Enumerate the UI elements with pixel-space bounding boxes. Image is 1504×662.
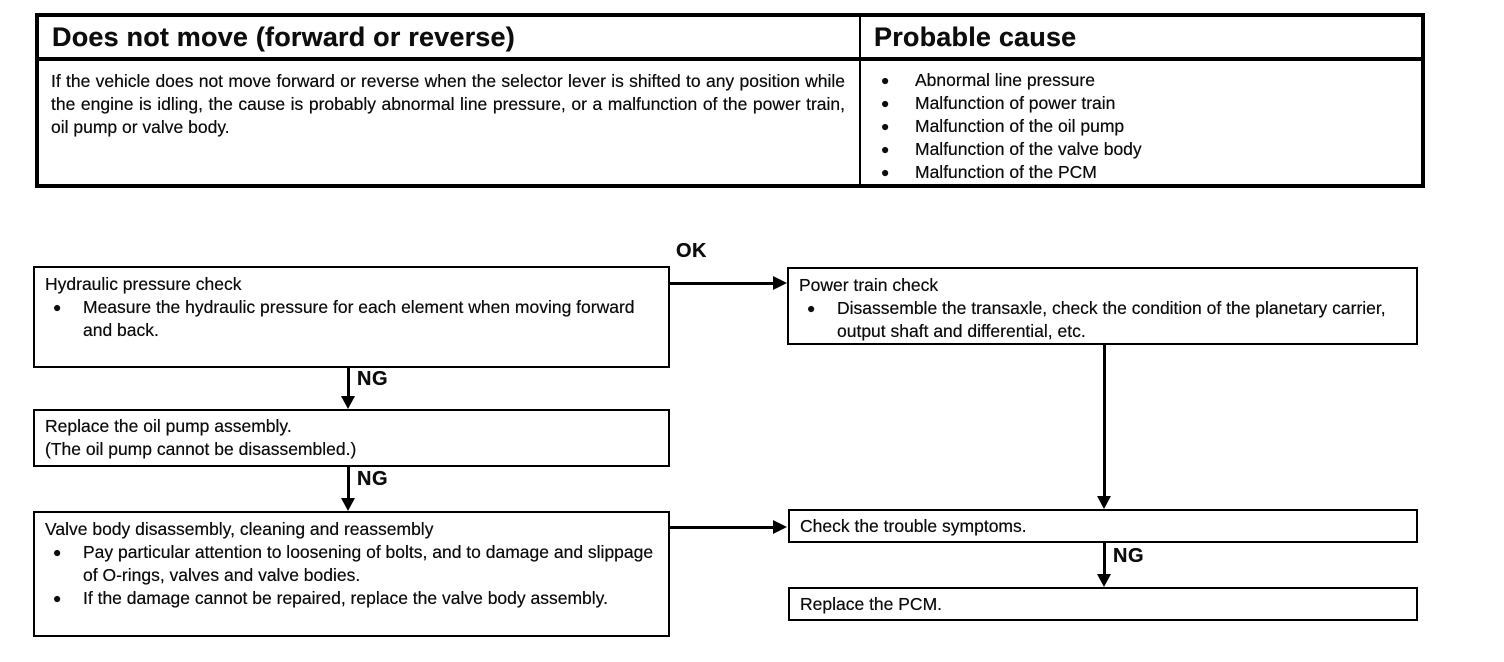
bullet-icon: ● <box>53 299 62 315</box>
cause-item: ● Malfunction of the valve body <box>875 138 1411 161</box>
arrowhead-right-icon <box>773 520 787 534</box>
flow-box-replace-oil-pump: Replace the oil pump assembly. (The oil … <box>33 409 670 467</box>
flow-box-hydraulic-pressure-check: Hydraulic pressure check ● Measure the hy… <box>33 266 670 368</box>
edge-label-ng: NG <box>357 468 388 490</box>
flow-box-bullet: ● If the damage cannot be repaired, repla… <box>45 587 658 610</box>
connector-oilpump-to-valvebody <box>347 466 350 498</box>
probable-cause-list: ● Abnormal line pressure ● Malfunction of … <box>859 61 1421 184</box>
flow-box-title: Check the trouble symptoms. <box>800 516 1027 536</box>
flow-box-bullet: ● Measure the hydraulic pressure for each… <box>45 296 658 342</box>
arrowhead-down-icon <box>1097 496 1111 509</box>
flow-box-bullet: ● Disassemble the transaxle, check the co… <box>799 297 1406 343</box>
connector-hydraulic-to-powertrain <box>670 282 774 285</box>
flow-box-replace-pcm: Replace the PCM. <box>788 587 1418 621</box>
bullet-icon: ● <box>881 141 890 157</box>
cause-item-text: Malfunction of power train <box>915 93 1116 113</box>
arrowhead-down-icon <box>341 396 355 409</box>
flow-box-line: Replace the oil pump assembly. <box>45 416 292 436</box>
flow-box-bullet-text: Measure the hydraulic pressure for each … <box>83 297 635 340</box>
symptom-table: Does not move (forward or reverse) Proba… <box>35 13 1425 188</box>
flow-box-valve-body-disassembly: Valve body disassembly, cleaning and rea… <box>33 511 670 637</box>
bullet-icon: ● <box>53 544 62 560</box>
cause-item: ● Malfunction of the PCM <box>875 161 1411 184</box>
symptom-description: If the vehicle does not move forward or … <box>51 71 845 137</box>
bullet-icon: ● <box>881 118 890 134</box>
bullet-icon: ● <box>53 590 62 606</box>
symptom-header: Does not move (forward or reverse) <box>39 17 859 61</box>
connector-hydraulic-to-oilpump <box>347 367 350 397</box>
edge-label-ng: NG <box>1113 545 1144 567</box>
cause-item-text: Malfunction of the valve body <box>915 139 1142 159</box>
cause-item: ● Malfunction of power train <box>875 92 1411 115</box>
flow-box-bullet-text: If the damage cannot be repaired, replac… <box>83 588 608 608</box>
connector-valvebody-to-symptoms <box>670 526 774 529</box>
flow-box-bullet-text: Disassemble the transaxle, check the con… <box>837 298 1386 341</box>
flow-box-title: Power train check <box>799 275 939 295</box>
arrowhead-down-icon <box>1097 574 1111 587</box>
cause-item: ● Abnormal line pressure <box>875 69 1411 92</box>
bullet-icon: ● <box>881 95 890 111</box>
connector-powertrain-to-symptoms <box>1103 344 1106 496</box>
bullet-icon: ● <box>881 164 890 180</box>
cause-item: ● Malfunction of the oil pump <box>875 115 1411 138</box>
bullet-icon: ● <box>807 300 816 316</box>
arrowhead-right-icon <box>773 276 787 290</box>
arrowhead-down-icon <box>341 498 355 511</box>
flow-box-line: (The oil pump cannot be disassembled.) <box>45 439 357 459</box>
cause-item-text: Malfunction of the oil pump <box>915 116 1125 136</box>
flow-box-title: Hydraulic pressure check <box>45 274 242 294</box>
edge-label-ng: NG <box>357 368 388 390</box>
cause-item-text: Malfunction of the PCM <box>915 162 1097 182</box>
flow-box-title: Replace the PCM. <box>800 594 943 614</box>
flow-box-title: Valve body disassembly, cleaning and rea… <box>45 519 434 539</box>
flow-box-bullet: ● Pay particular attention to loosening o… <box>45 541 658 587</box>
flow-box-check-trouble-symptoms: Check the trouble symptoms. <box>788 509 1418 543</box>
bullet-icon: ● <box>881 72 890 88</box>
probable-cause-header: Probable cause <box>859 17 1421 61</box>
flow-box-power-train-check: Power train check ● Disassemble the trans… <box>787 267 1418 345</box>
edge-label-ok: OK <box>676 240 707 262</box>
flow-box-bullet-text: Pay particular attention to loosening of… <box>83 542 654 585</box>
connector-symptoms-to-pcm <box>1103 542 1106 575</box>
cause-item-text: Abnormal line pressure <box>915 70 1095 90</box>
